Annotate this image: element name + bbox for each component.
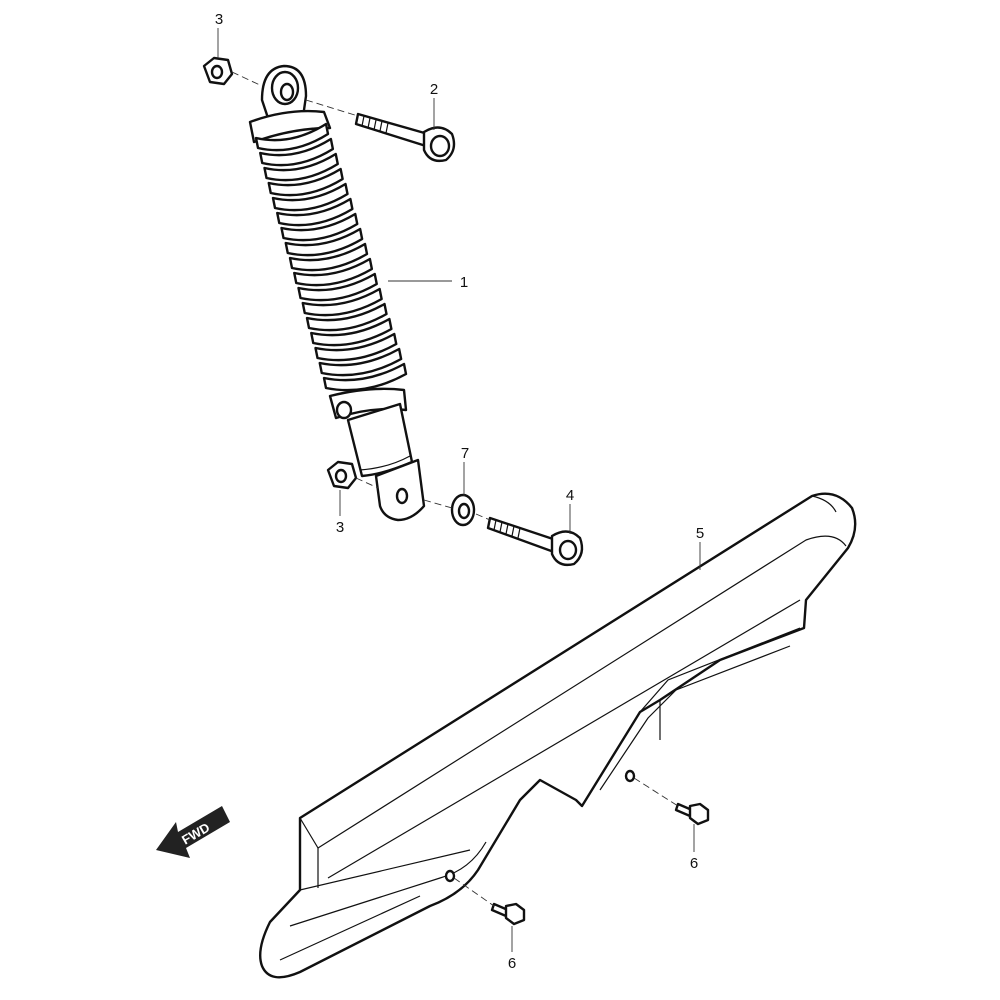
- spring-coil: [254, 122, 330, 152]
- spring-coil: [310, 317, 393, 347]
- spring-coil: [301, 287, 383, 317]
- shock-absorber: [248, 64, 426, 522]
- spring-coil: [305, 302, 388, 332]
- fwd-arrow-icon: FWD: [156, 806, 230, 858]
- spring-coil: [259, 137, 335, 167]
- spring-coil: [276, 197, 354, 227]
- spring-coil: [293, 257, 374, 287]
- leader-lines: [217, 28, 701, 952]
- callout-labels: 3 2 1 3 7 4 5 6 6: [215, 11, 704, 972]
- callout-2: 2: [430, 81, 438, 98]
- spring-coil: [263, 152, 339, 182]
- spring-coil: [280, 212, 359, 242]
- chain-cover: [259, 492, 857, 979]
- spring-coil: [288, 242, 369, 272]
- spring-coil: [314, 332, 398, 362]
- spring-coil: [297, 272, 378, 302]
- washer: [450, 493, 476, 527]
- upper-bolt: [354, 112, 456, 163]
- callout-4: 4: [566, 487, 574, 504]
- spring-coil: [284, 227, 364, 257]
- callout-6-rear: 6: [690, 855, 698, 872]
- assembly-lines: [231, 71, 679, 907]
- callout-5: 5: [696, 525, 704, 542]
- lower-bolt: [486, 516, 584, 567]
- callout-3-lower: 3: [336, 519, 344, 536]
- spring-coil: [271, 182, 349, 212]
- screw-rear: [674, 802, 710, 826]
- callout-1: 1: [460, 274, 468, 291]
- callout-7: 7: [461, 445, 469, 462]
- screw-front: [490, 902, 526, 926]
- callout-6-front: 6: [508, 955, 516, 972]
- spring-coil: [322, 362, 408, 392]
- upper-nut: [202, 56, 234, 86]
- lower-nut: [326, 460, 358, 490]
- spring-coil: [267, 167, 344, 197]
- callout-3-upper: 3: [215, 11, 223, 28]
- spring-coil: [318, 347, 403, 377]
- spring-coils: [254, 122, 408, 392]
